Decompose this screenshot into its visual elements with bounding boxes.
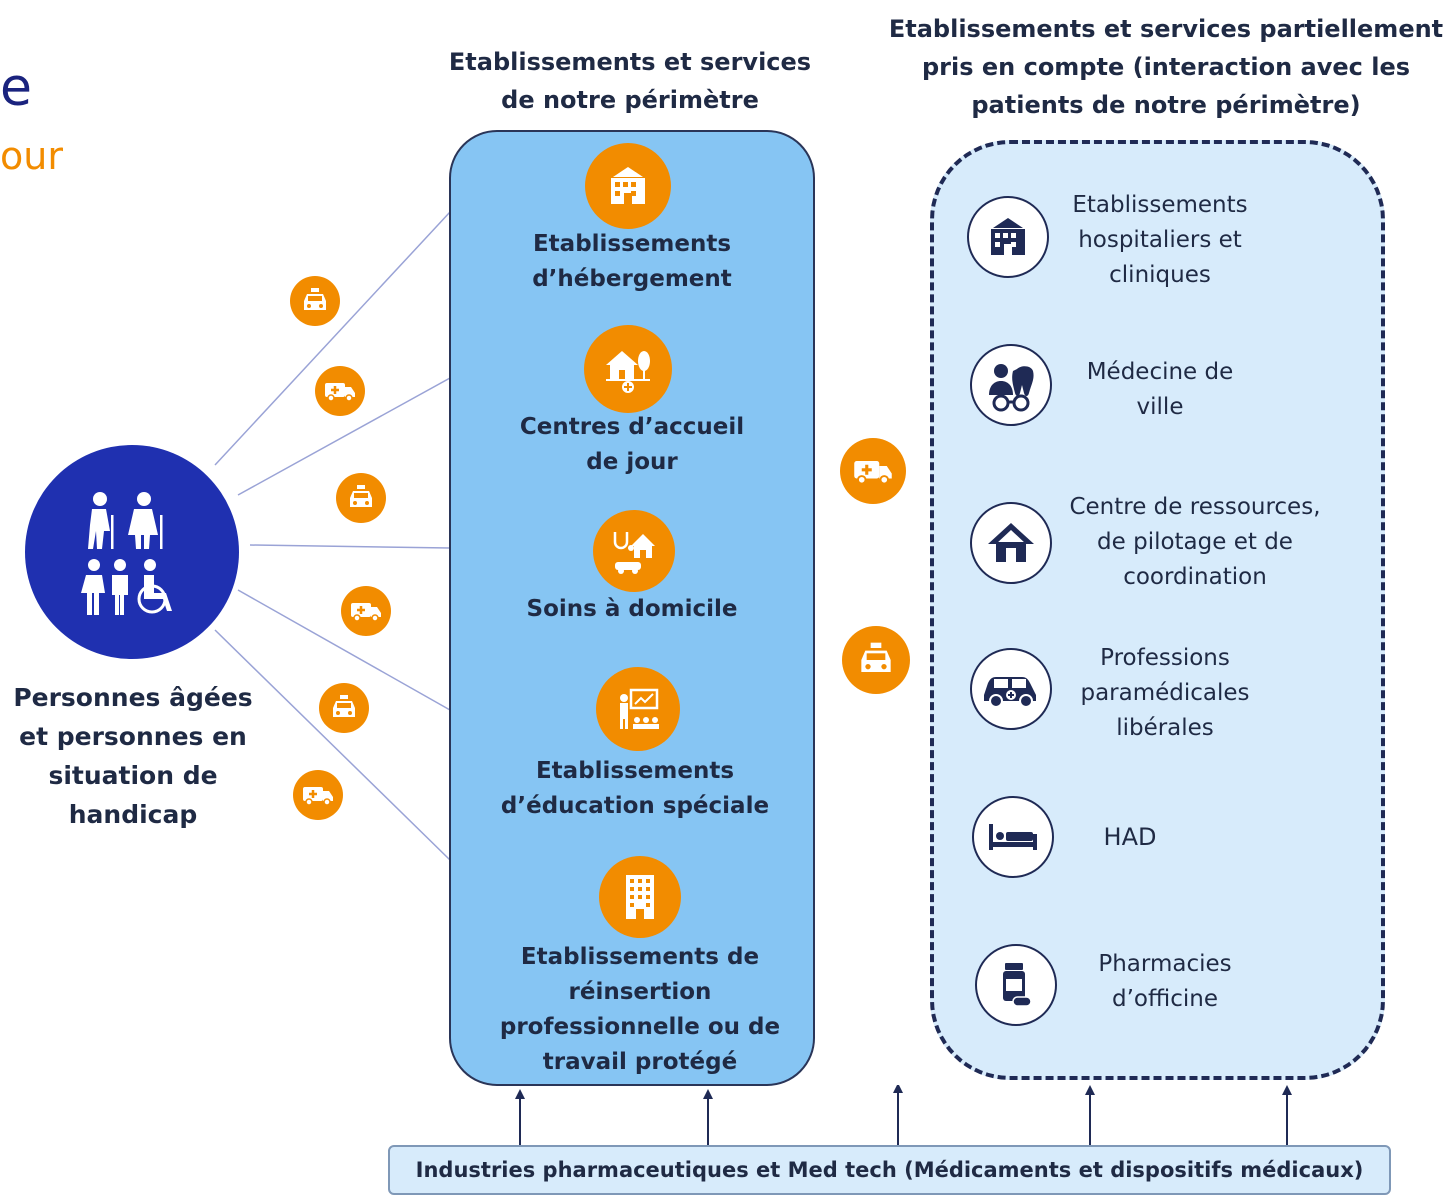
label-line: de jour <box>586 449 678 475</box>
taxi-icon <box>842 626 910 694</box>
ambulance-icon <box>293 770 343 820</box>
pill-bottle-icon <box>975 944 1057 1026</box>
label-line: cliniques <box>1109 262 1211 288</box>
side-panel-header: Etablissements et services partiellement… <box>880 10 1445 124</box>
label-line: Professions <box>1100 645 1230 671</box>
teacher-classroom-icon <box>596 667 680 751</box>
label-line: Médecine de <box>1086 359 1234 385</box>
side-item-label: Médecine de ville <box>1060 355 1260 425</box>
elderly-disabled-people-icon <box>25 445 239 659</box>
header-line: patients de notre périmètre) <box>971 91 1361 119</box>
main-item-label: Etablissements d’éducation spéciale <box>465 754 805 824</box>
label-line: d’officine <box>1112 986 1218 1012</box>
label-line: d’hébergement <box>532 266 732 292</box>
label-line: ville <box>1136 394 1184 420</box>
main-item-label: Centres d’accueil de jour <box>462 410 802 480</box>
label-line: situation de <box>48 761 218 790</box>
label-line: et personnes en <box>19 722 247 751</box>
side-item-label: Centre de ressources, de pilotage et de … <box>1055 490 1335 595</box>
label-line: Personnes âgées <box>13 683 253 712</box>
home-care-icon <box>593 510 675 592</box>
label-line: libérales <box>1116 715 1214 741</box>
supply-arrows <box>515 1085 1292 1145</box>
label-line: d’éducation spéciale <box>500 793 770 819</box>
ambulance-icon <box>315 366 365 416</box>
ambulance-icon <box>341 586 391 636</box>
label-line: réinsertion <box>568 979 712 1005</box>
side-item-label: HAD <box>1090 820 1170 855</box>
industries-bar: Industries pharmaceutiques et Med tech (… <box>388 1145 1391 1195</box>
header-line: pris en compte (interaction avec les <box>921 53 1410 81</box>
label-line: Etablissements de <box>520 944 760 970</box>
label-line: Pharmacies <box>1098 951 1232 977</box>
taxi-icon <box>290 276 340 326</box>
persons-label: Personnes âgées et personnes en situatio… <box>8 678 258 834</box>
label-line: Centre de ressources, <box>1069 494 1321 520</box>
main-panel-header: Etablissements et services de notre péri… <box>440 43 820 119</box>
main-item-label: Etablissements d’hébergement <box>462 227 802 297</box>
doctor-tooth-glasses-icon <box>970 344 1052 426</box>
label-line: travail protégé <box>542 1049 738 1075</box>
side-item-label: Etablissements hospitaliers et cliniques <box>1040 188 1280 293</box>
subtitle-fragment: our <box>0 134 63 178</box>
hospital-building-icon <box>585 143 671 229</box>
label-line: Etablissements <box>532 231 732 257</box>
label-line: coordination <box>1123 564 1267 590</box>
hospital-bed-icon <box>972 796 1054 878</box>
label-line: Etablissements <box>1072 192 1248 218</box>
header-line: Etablissements et services <box>448 48 812 76</box>
title-fragment: e <box>0 58 32 118</box>
medical-car-icon <box>970 648 1052 730</box>
label-line: Soins à domicile <box>526 596 738 622</box>
label-line: Centres d’accueil <box>519 414 745 440</box>
label-line: Etablissements <box>535 758 735 784</box>
header-line: Etablissements et services partiellement <box>888 15 1444 43</box>
main-item-label: Soins à domicile <box>462 592 802 627</box>
label-line: hospitaliers et <box>1078 227 1242 253</box>
ambulance-icon <box>840 438 906 504</box>
taxi-icon <box>319 683 369 733</box>
house-day-center-icon <box>584 325 672 413</box>
office-building-icon <box>599 856 681 938</box>
label-line: professionnelle ou de <box>499 1014 781 1040</box>
side-item-label: Pharmacies d’officine <box>1065 947 1265 1017</box>
label-line: de pilotage et de <box>1097 529 1293 555</box>
header-line: de notre périmètre <box>501 86 759 114</box>
label-line: HAD <box>1103 823 1157 851</box>
house-icon <box>970 502 1052 584</box>
label-line: handicap <box>68 800 198 829</box>
hospital-icon <box>967 196 1049 278</box>
label-line: paramédicales <box>1080 680 1250 706</box>
side-item-label: Professions paramédicales libérales <box>1060 641 1270 746</box>
main-item-label: Etablissements de réinsertion profession… <box>470 940 810 1080</box>
taxi-icon <box>336 473 386 523</box>
partial-perimeter-panel <box>930 140 1385 1080</box>
